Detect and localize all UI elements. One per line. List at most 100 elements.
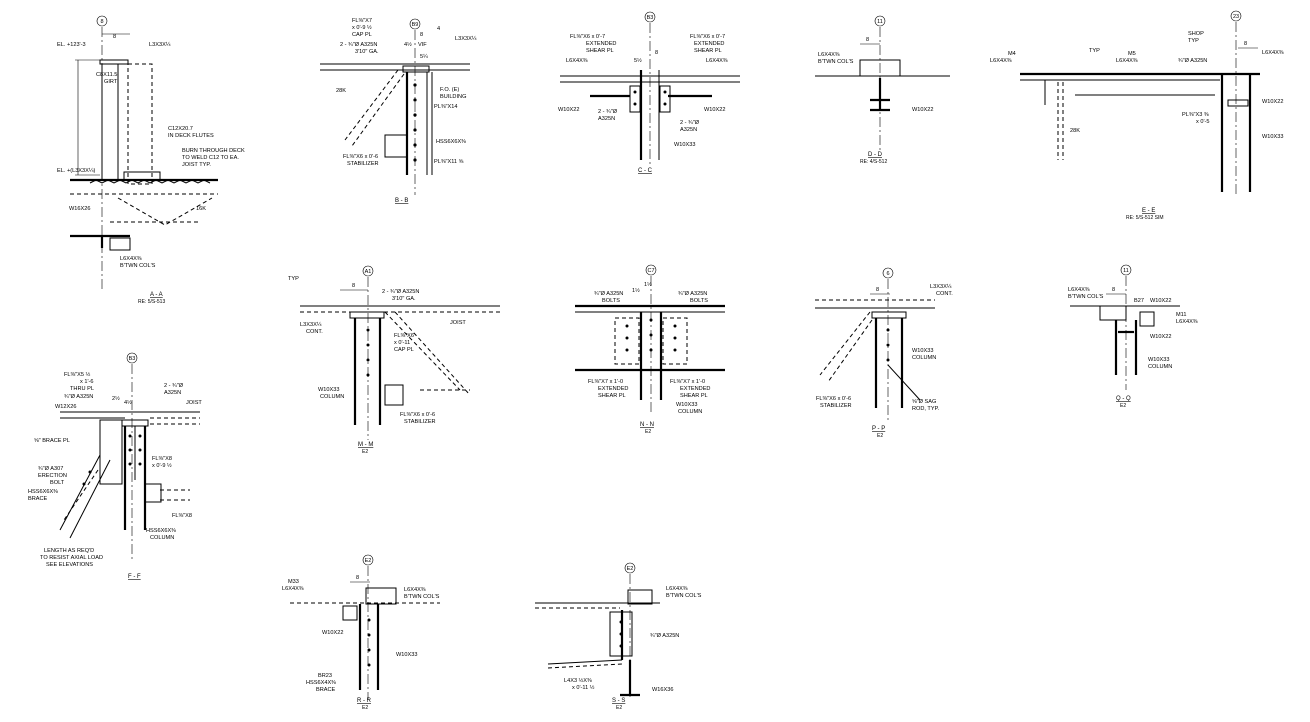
member-label: C12X20.7 — [168, 126, 193, 132]
bolt-label: ERECTION — [38, 473, 67, 479]
section-title: A - A — [150, 292, 163, 298]
bolt-label: BOLT — [50, 480, 65, 486]
bolt-label: A325N — [598, 116, 615, 122]
member-label: BRACE — [316, 687, 336, 693]
grid-bubble-label: 6 — [886, 271, 889, 277]
member-label: W10X22 — [912, 107, 933, 113]
member-label: CONT. — [306, 329, 323, 335]
grid-bubble-label: 8 — [100, 19, 103, 25]
member-label: W10X22 — [1150, 298, 1171, 304]
plate-label: ⅝" BRACE PL — [34, 438, 70, 444]
member-label: M5 — [1128, 51, 1136, 57]
section-title: S - S — [612, 698, 625, 704]
detail-m-m: A1 8 TYP 2 - ¾"Ø A325N 3'10" GA. JOIST L… — [288, 265, 500, 455]
member-label: L6X4X⅜ — [666, 586, 688, 592]
section-title: D - D — [868, 152, 883, 158]
member-label: W16X36 — [652, 687, 673, 693]
grid-bubble-label: B3 — [129, 356, 136, 362]
member-label: W10X33 — [676, 402, 697, 408]
dimension: 8 — [113, 34, 116, 40]
member-label: JOIST — [450, 320, 466, 326]
member-label: B'TWN COL'S — [120, 263, 156, 269]
plate-label: PL⅜"X3 ⅜ — [1182, 112, 1209, 118]
member-label: L6X4X⅜ — [404, 587, 426, 593]
member-label: W10X33 — [396, 652, 417, 658]
member-label: 28K — [1070, 128, 1080, 134]
plate-label: EXTENDED — [694, 41, 724, 47]
gage-label: 3'10" GA. — [392, 296, 416, 302]
section-reference: E2 — [616, 705, 622, 711]
bolt-label: ¾"Ø A325N — [64, 394, 93, 400]
plate-label: STABILIZER — [820, 403, 852, 409]
member-label: L4X3 ½X⅜ — [564, 677, 592, 684]
member-label: L3X3X¼ — [455, 36, 477, 42]
detail-f-f: B3 FL⅜"X5 ½ x 1'-6 THRU PL ¾"Ø A325N 2 -… — [28, 352, 202, 580]
member-label: W10X33 — [318, 387, 339, 393]
section-reference: E2 — [877, 433, 883, 439]
plate-label: EXTENDED — [680, 386, 710, 392]
bolt-label: 2 - ¾"Ø — [164, 383, 184, 389]
grid-bubble-label: 11 — [877, 19, 883, 25]
bolt-label: A325N — [680, 127, 697, 133]
plate-label: x 0'-9 ½ — [152, 462, 172, 469]
member-label: W10X33 — [674, 142, 695, 148]
member-label: W16X26 — [69, 206, 90, 212]
plate-label: FL⅜"X6 x 0'-6 — [343, 154, 378, 160]
plate-label: FL⅜"X7 — [352, 18, 372, 24]
detail-n-n: C7 ¾"Ø A325N BOLTS ¾"Ø A325N BOLTS FL⅜"X… — [575, 264, 725, 435]
member-label: COLUMN — [1148, 364, 1172, 370]
member-label: W10X22 — [704, 107, 725, 113]
member-label: B'TWN COL'S — [818, 59, 854, 65]
bolt-label: A325N — [164, 390, 181, 396]
member-label: COLUMN — [678, 409, 702, 415]
plate-label: FL⅜"X6 x 0'-6 — [400, 412, 435, 418]
dimension: 8 — [1112, 287, 1115, 293]
plate-label: THRU PL — [70, 386, 94, 392]
member-label: L6X4X⅜ — [818, 52, 840, 58]
plate-label: FL⅜"X7 x 1'-0 — [670, 379, 705, 385]
member-label: L6X4X⅜ — [990, 58, 1012, 64]
section-title: R - R — [357, 698, 372, 704]
note-label: SEE ELEVATIONS — [46, 562, 93, 568]
plate-label: CAP PL — [394, 347, 414, 353]
member-label: L3X3X¼ — [149, 42, 171, 48]
member-label: GIRT — [104, 79, 118, 85]
plate-label: x 0'-11 — [394, 340, 410, 346]
section-title: F - F — [128, 574, 141, 580]
plate-label: PL⅜"X11 ⅝ — [434, 159, 464, 165]
section-title: E - E — [1142, 208, 1155, 214]
dimension: 8 — [1244, 41, 1247, 47]
section-reference: RE: 4/S-512 — [860, 159, 887, 165]
bolt-label: 2 - ¾"Ø A325N — [382, 289, 419, 295]
grid-bubble-label: C7 — [647, 268, 654, 274]
member-label: L6X4X⅜ — [120, 256, 142, 262]
detail-p-p: 6 8 L3X3X¼ CONT. W10X33 COLUMN FL⅜"X6 x … — [815, 267, 953, 439]
plate-label: FL⅜"X6 x 0'-6 — [816, 396, 851, 402]
member-label: B'TWN COL'S — [1068, 294, 1104, 300]
detail-r-r: E2 8 M33 L6X4X⅜ L6X4X⅜ B'TWN COL'S W10X2… — [282, 554, 440, 711]
member-label: W10X22 — [1150, 334, 1171, 340]
detail-a-a: 8 8 EL. +123'-3 L3X3X¼ C8X11.5 GIRT C12X… — [57, 15, 245, 305]
detail-e-e: 23 8 M4 L6X4X⅜ TYP M5 L6X4X⅜ ¾"Ø A325N S… — [990, 10, 1284, 221]
section-title: P - P — [872, 426, 885, 432]
bolt-label: 2 - ¾"Ø — [680, 120, 700, 126]
plate-label: EXTENDED — [598, 386, 628, 392]
note-label: STABILIZER — [347, 161, 379, 167]
member-label: HSS6X6X⅜ — [436, 139, 466, 145]
bolt-label: ¾"Ø A325N — [650, 633, 679, 639]
plate-label: FL⅜"X6 x 0'-7 — [570, 34, 605, 40]
section-reference: E2 — [362, 705, 368, 711]
section-reference: E2 — [1120, 403, 1126, 409]
member-label: 28K — [336, 88, 346, 94]
plate-label: SHEAR PL — [680, 393, 708, 399]
dimension: 2½ — [112, 395, 120, 402]
plate-label: SHEAR PL — [694, 48, 722, 54]
grid-bubble-label: E2 — [627, 566, 634, 572]
member-label: COLUMN — [320, 394, 344, 400]
detail-c-c: B3 FL⅜"X6 x 0'-7 EXTENDED SHEAR PL FL⅜"X… — [558, 11, 740, 174]
section-reference: RE: 5/S-512 SIM — [1126, 215, 1164, 221]
dimension: 8 — [876, 287, 879, 293]
note-label: ROD, TYP. — [912, 406, 940, 412]
gage-label: 3'10" GA. — [355, 49, 379, 55]
